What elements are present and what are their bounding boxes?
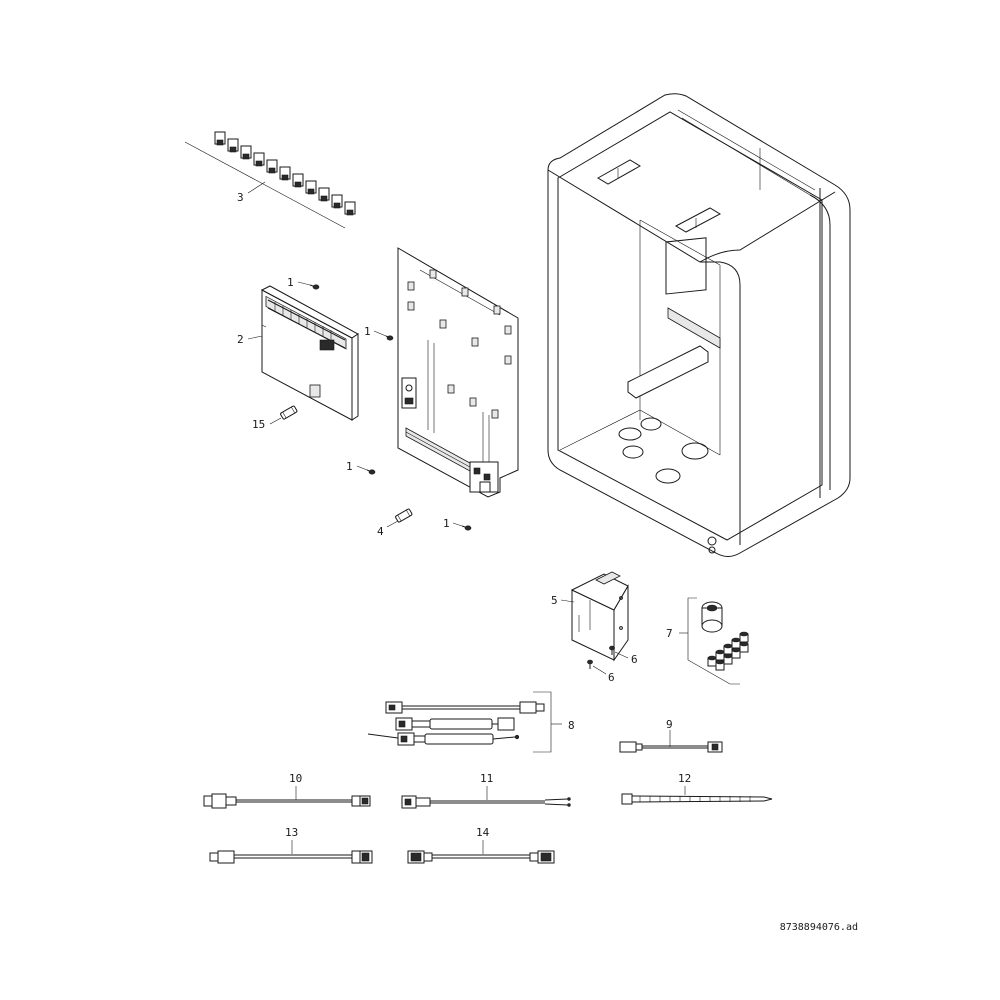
callout-4: 4 xyxy=(377,525,384,538)
terminal-connector xyxy=(266,159,278,174)
callout-1: 1 xyxy=(346,460,353,473)
part-15-fuse xyxy=(269,405,298,425)
part-14-cable xyxy=(407,840,555,864)
callout-7: 7 xyxy=(666,627,673,640)
part-12-cable-tie xyxy=(621,786,773,805)
callout-15: 15 xyxy=(252,418,265,431)
callout-1: 1 xyxy=(364,325,371,338)
part-3-terminal-strip xyxy=(184,131,356,229)
part-1-screw xyxy=(373,330,394,341)
cable-entry-holes xyxy=(618,417,709,484)
part-7-cable-glands xyxy=(679,597,749,685)
terminal-connector xyxy=(253,152,265,167)
cable-8b xyxy=(395,717,515,731)
callout-10: 10 xyxy=(289,772,302,785)
callout-5: 5 xyxy=(551,594,558,607)
callout-8: 8 xyxy=(568,719,575,732)
cable-8c xyxy=(367,732,520,746)
callout-14: 14 xyxy=(476,826,490,839)
terminal-connector xyxy=(227,138,239,153)
part-1-screw xyxy=(297,281,320,290)
callout-1: 1 xyxy=(443,517,450,530)
terminal-connector xyxy=(344,201,356,216)
part-1-screw xyxy=(356,465,376,475)
part-6-screw xyxy=(609,645,629,659)
terminal-connector xyxy=(292,173,304,188)
callout-13: 13 xyxy=(285,826,298,839)
callout-3: 3 xyxy=(237,191,244,204)
small-cable-glands xyxy=(707,631,749,671)
callout-1: 1 xyxy=(287,276,294,289)
callout-6: 6 xyxy=(608,671,615,684)
callout-12: 12 xyxy=(678,772,691,785)
terminal-connector xyxy=(214,131,226,146)
terminal-connector xyxy=(240,145,252,160)
top-bracket xyxy=(597,159,641,185)
terminal-connector xyxy=(279,166,291,181)
callout-9: 9 xyxy=(666,718,673,731)
document-id: 8738894076.ad xyxy=(779,922,858,933)
part-10-cable xyxy=(203,786,371,809)
callout-labels: 1 1 1 1 2 3 4 5 6 6 7 8 9 10 11 12 13 14… xyxy=(237,191,691,839)
part-5-bracket-box xyxy=(560,571,629,662)
part-11-cable xyxy=(401,786,571,809)
callout-2: 2 xyxy=(237,333,244,346)
rail-terminal-block xyxy=(469,461,499,493)
callout-6: 6 xyxy=(631,653,638,666)
part-9-cable xyxy=(619,730,723,753)
mounting-plate xyxy=(397,247,519,498)
part-6-screw xyxy=(587,659,607,675)
part-2-control-module xyxy=(247,285,359,421)
terminal-connector xyxy=(331,194,343,209)
part-1-screw xyxy=(452,522,472,531)
part-8-cable-set xyxy=(367,691,562,753)
terminal-connector xyxy=(318,187,330,202)
cable-8a xyxy=(385,701,545,714)
callout-11: 11 xyxy=(480,772,493,785)
part-13-cable xyxy=(209,840,373,864)
part-4-fuse xyxy=(386,508,413,528)
top-bracket xyxy=(674,207,722,233)
enclosure-housing xyxy=(547,93,851,557)
large-cable-gland xyxy=(701,601,723,633)
terminal-connector xyxy=(305,180,317,195)
